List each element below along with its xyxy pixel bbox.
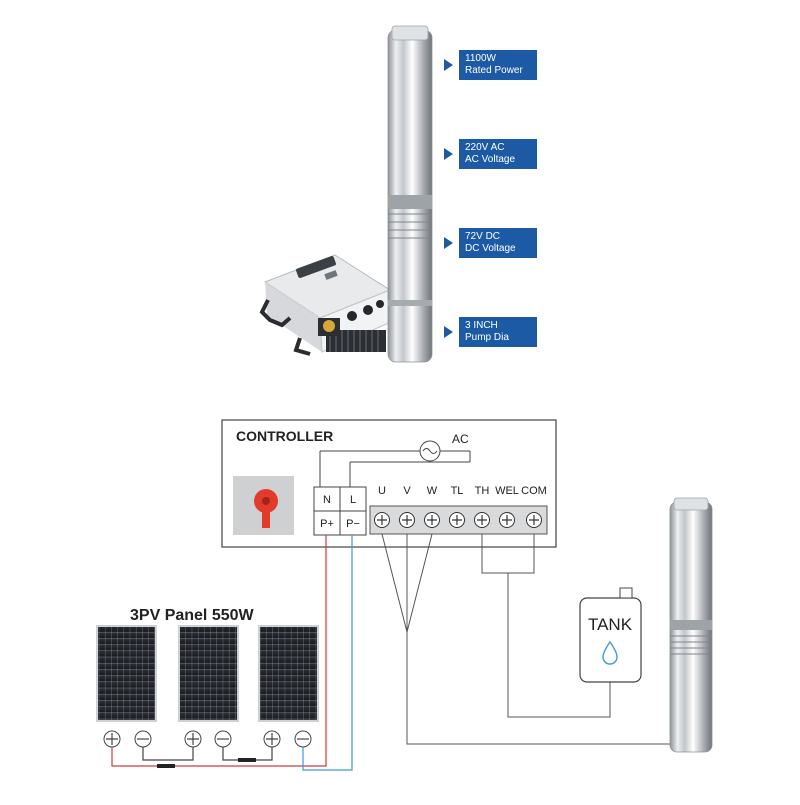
spec-value: 220V AC [465,142,505,153]
solar-panel-2 [178,625,239,722]
spec-value: 3 INCH [465,320,498,331]
spec-arrow-icon [444,59,453,71]
solar-panel-3 [258,625,319,722]
tank: TANK [579,587,642,683]
spec-rated-power: 1100W Rated Power [459,50,537,80]
terminal-l: L [350,494,356,506]
tank-label: TANK [588,615,633,634]
panel-title: 3PV Panel 550W [130,607,255,624]
terminal-label-u: U [378,485,386,497]
spec-arrow-icon [444,237,453,249]
spec-value: 1100W [465,53,496,64]
ac-label: AC [452,432,469,446]
terminal-label-w: W [427,485,438,497]
schematic-pump [669,497,713,753]
terminal-p-plus: P+ [320,518,334,530]
spec-arrow-icon [444,148,453,160]
terminal-n: N [323,494,331,506]
spec-pump-dia: 3 INCH Pump Dia [459,317,537,347]
pump-photo [387,25,433,363]
spec-label: Pump Dia [465,332,509,343]
terminal-p-minus: P− [346,518,360,530]
spec-label: AC Voltage [465,154,516,165]
solar-panel-1 [96,625,157,722]
water-drop-icon [602,640,618,665]
spec-dc-voltage: 72V DC DC Voltage [459,228,537,258]
spec-value: 72V DC [465,231,501,242]
terminal-label-th: TH [475,485,490,497]
controller-box-photo [259,254,392,356]
spec-label: Rated Power [465,65,523,76]
terminal-label-com: COM [521,485,547,497]
terminal-label-tl: TL [451,485,464,497]
spec-ac-voltage: 220V AC AC Voltage [459,139,537,169]
terminal-label-wel: WEL [495,485,519,497]
controller-title: CONTROLLER [236,428,333,444]
terminal-label-v: V [403,485,411,497]
spec-label: DC Voltage [465,243,516,254]
spec-arrow-icon [444,326,453,338]
